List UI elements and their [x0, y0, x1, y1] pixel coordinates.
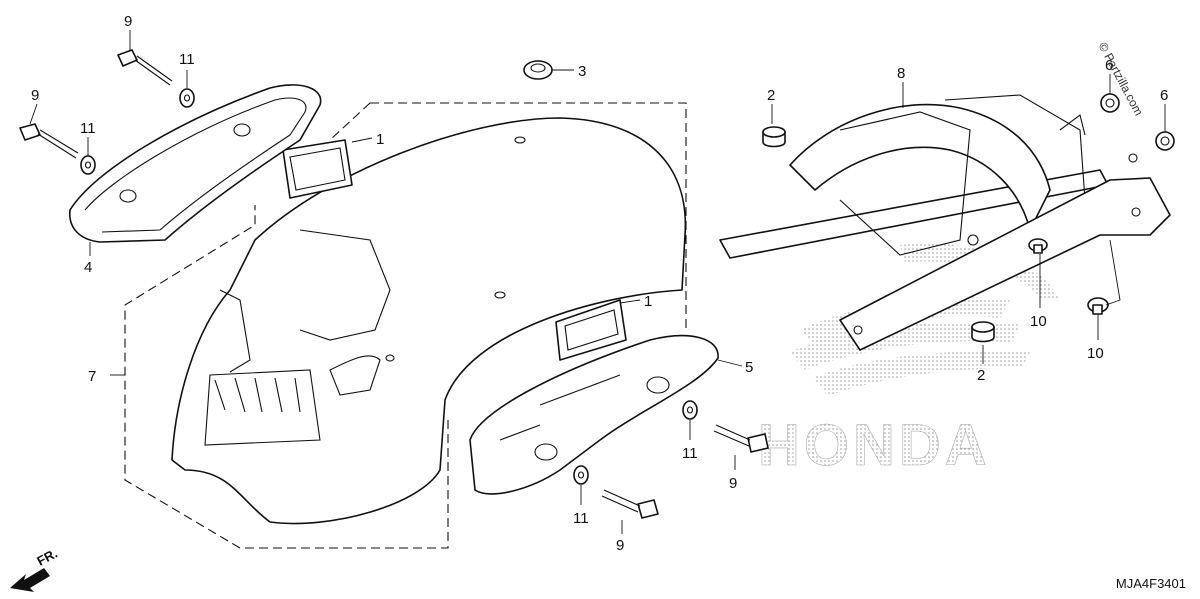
- assembly-boundary: [124, 102, 687, 549]
- bolt-lower-right-1[interactable]: [713, 424, 769, 453]
- side-cover-right[interactable]: [469, 334, 719, 495]
- bolt-upper-left-1[interactable]: [117, 49, 173, 86]
- reflector-lower[interactable]: [555, 299, 627, 361]
- honda-wing-watermark: [790, 243, 1060, 396]
- callout-1: 1: [376, 131, 384, 148]
- washer-4[interactable]: [573, 465, 589, 485]
- side-cover-left[interactable]: [69, 84, 322, 243]
- callout-10: 10: [1030, 313, 1047, 330]
- callout-3: 3: [578, 63, 586, 80]
- callout-11: 11: [573, 510, 589, 527]
- washer-1[interactable]: [179, 88, 195, 108]
- fender-stay-frame[interactable]: [719, 94, 1171, 351]
- callout-8: 8: [897, 65, 905, 82]
- callout-9: 9: [31, 87, 39, 104]
- callout-6: 6: [1105, 57, 1113, 74]
- callout-6: 6: [1160, 87, 1168, 104]
- washer-3[interactable]: [682, 400, 698, 420]
- rubber-bushing-lower[interactable]: [971, 321, 995, 343]
- bolt-lower-right-2[interactable]: [601, 489, 659, 519]
- callout-9: 9: [729, 475, 737, 492]
- leader-lines: [29, 30, 1166, 534]
- cushion-upper[interactable]: [1100, 93, 1120, 113]
- callout-10: 10: [1087, 345, 1104, 362]
- callout-5: 5: [745, 359, 753, 376]
- front-direction-arrow: FR.: [10, 546, 60, 592]
- callout-1: 1: [644, 293, 652, 310]
- rear-fender[interactable]: [171, 117, 687, 525]
- honda-watermark-text: HONDA: [758, 413, 991, 478]
- bolt-upper-left-2[interactable]: [19, 123, 79, 159]
- rubber-bushing-upper[interactable]: [762, 126, 786, 148]
- cushion-lower[interactable]: [1155, 131, 1175, 151]
- callout-2: 2: [767, 87, 775, 104]
- clip-right[interactable]: [1087, 297, 1109, 315]
- callouts: 1 1 2 2 3 4 5 6 6 7 8 9 9 9 9 10 10 11 1…: [31, 13, 1168, 554]
- callout-7: 7: [88, 368, 96, 385]
- svg-text:FR.: FR.: [34, 546, 60, 569]
- callout-11: 11: [80, 120, 96, 137]
- callout-2: 2: [977, 367, 985, 384]
- callout-11: 11: [682, 445, 698, 462]
- callout-4: 4: [84, 259, 92, 276]
- callout-9: 9: [616, 537, 624, 554]
- washer-2[interactable]: [80, 155, 96, 175]
- grommet[interactable]: [523, 60, 553, 80]
- callout-9: 9: [124, 13, 132, 30]
- reflector-upper[interactable]: [282, 139, 353, 199]
- diagram-code: MJA4F3401: [1115, 576, 1186, 591]
- clip-left[interactable]: [1028, 238, 1048, 254]
- callout-11: 11: [179, 51, 195, 68]
